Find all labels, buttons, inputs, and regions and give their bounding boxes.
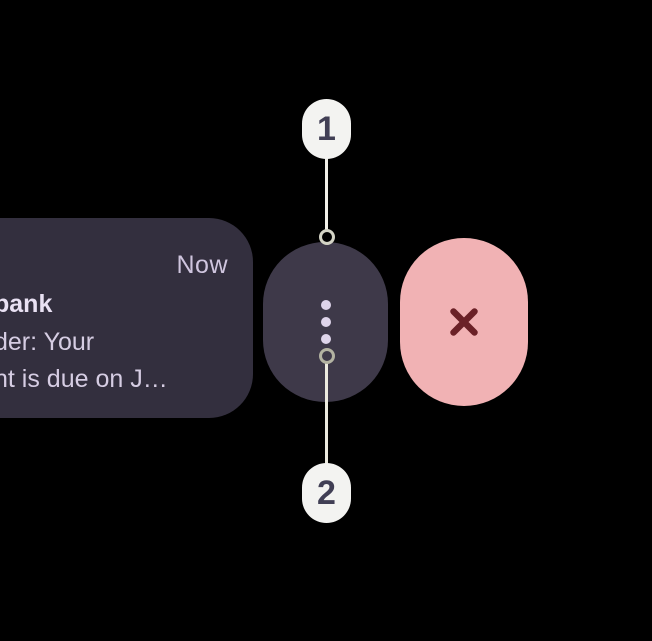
callout-2-label: 2 [317,473,336,512]
notification-card[interactable]: Now bank der: Your nt is due on J… [0,218,253,418]
callout-1-leader-line [325,158,328,230]
vertical-ellipsis-icon [320,300,331,344]
ellipsis-dot [320,334,331,344]
close-icon [450,308,478,336]
callout-2-anchor-ring [319,348,335,364]
notification-title: bank [0,290,53,318]
ellipsis-dot [320,300,331,310]
callout-badge-1: 1 [302,99,351,159]
callout-1-label: 1 [317,109,336,148]
callout-1-anchor-ring [319,229,335,245]
notification-body-line1: der: Your [0,328,95,356]
notification-timestamp: Now [176,251,228,279]
dismiss-button[interactable] [400,238,528,406]
notification-body-line2: nt is due on J… [0,365,168,393]
callout-badge-2: 2 [302,463,351,523]
ellipsis-dot [320,317,331,327]
callout-2-leader-line [325,363,328,464]
